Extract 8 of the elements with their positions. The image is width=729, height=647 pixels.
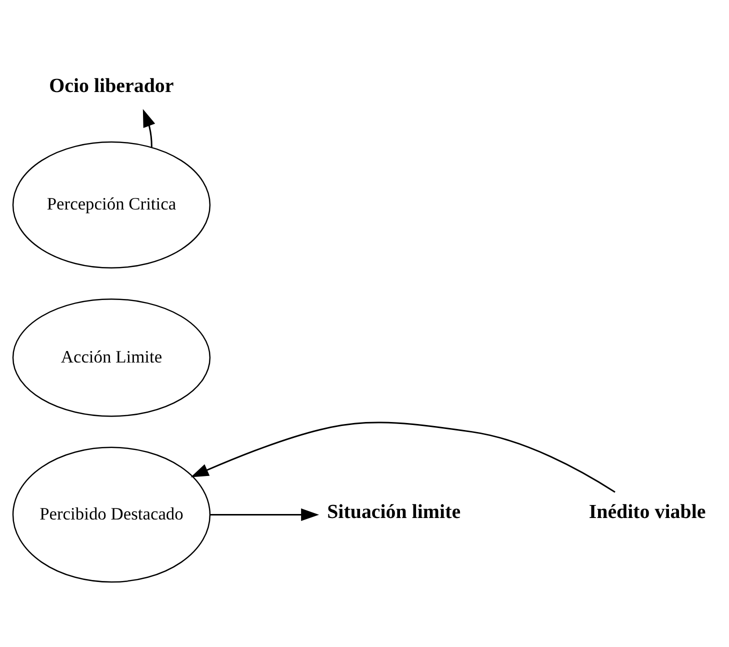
node-ellipse: Percepción Critica	[12, 140, 211, 268]
node-text: Inédito viable	[588, 500, 706, 523]
node-text: Situación limite	[327, 500, 461, 523]
node-text: Ocio liberador	[49, 74, 174, 96]
arrow	[142, 108, 156, 147]
arrow	[210, 508, 320, 520]
arrow	[190, 421, 616, 492]
node-ellipse: Acción Limite	[12, 298, 211, 416]
